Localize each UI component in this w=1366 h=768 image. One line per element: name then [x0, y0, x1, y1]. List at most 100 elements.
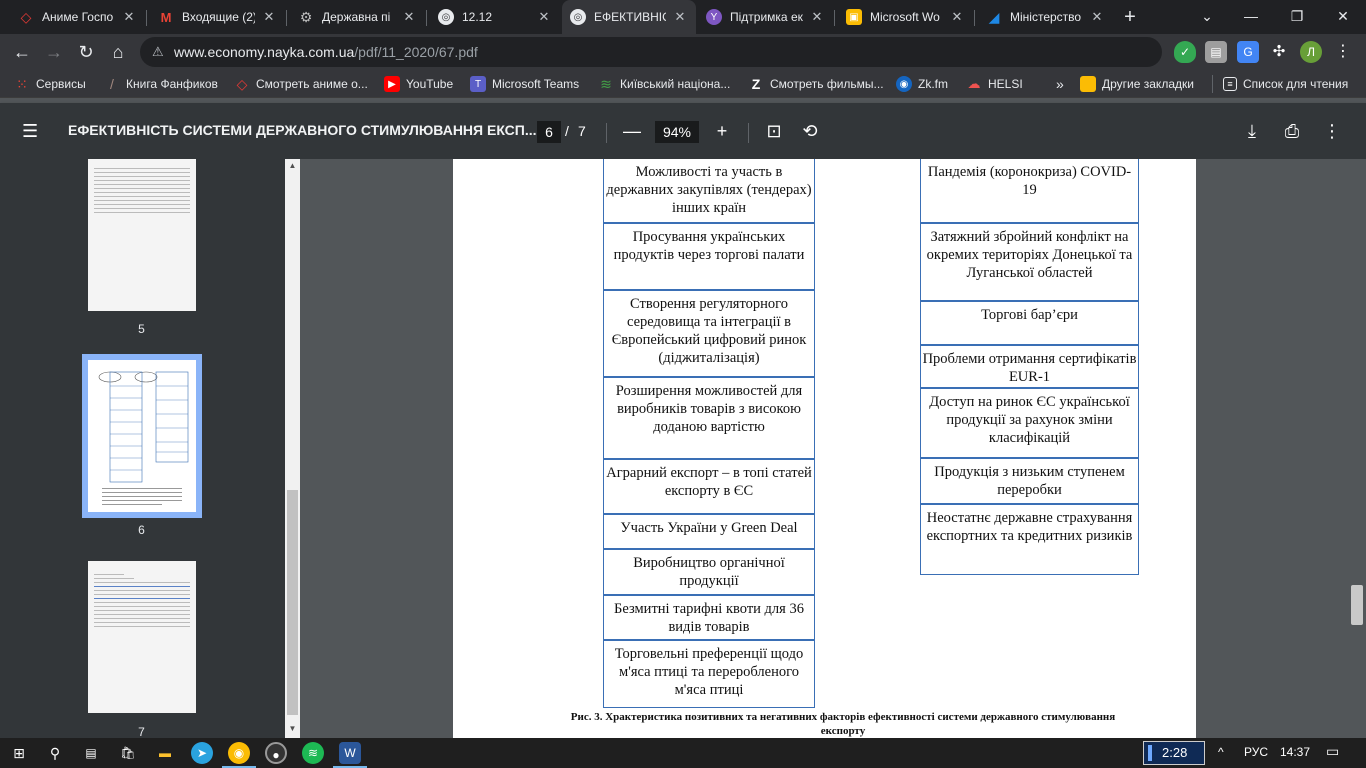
negative-factor-box: Затяжний збройний конфлікт на окремих те… — [920, 223, 1139, 301]
spotify-icon[interactable]: ≋ — [302, 742, 324, 764]
bookmark-label: Смотреть фильмы... — [770, 77, 884, 91]
url-path: /pdf/11_2020/67.pdf — [354, 44, 478, 60]
bookmark-label: YouTube — [406, 77, 454, 91]
bookmark-anime[interactable]: ◇Смотреть аниме о... — [234, 75, 368, 93]
address-bar[interactable]: ⚠ www.economy.nayka.com.ua/pdf/11_2020/6… — [140, 37, 1162, 67]
zoom-in-icon[interactable]: + — [716, 121, 728, 141]
notifications-icon[interactable]: ▭ — [1326, 743, 1340, 759]
bookmark-label: Microsoft Teams — [492, 77, 580, 91]
search-icon[interactable]: ⚲ — [49, 745, 61, 761]
zoom-input[interactable]: 94% — [655, 121, 699, 143]
scroll-down-arrow[interactable]: ▼ — [288, 724, 297, 733]
minimize-button[interactable]: — — [1244, 8, 1258, 24]
forward-button[interactable]: → — [45, 42, 63, 62]
close-icon[interactable]: ✕ — [811, 9, 823, 24]
bookmark-label: Список для чтения — [1243, 77, 1349, 91]
more-options-icon[interactable]: ⋮ — [1323, 121, 1341, 141]
tray-chevron-icon[interactable]: ^ — [1218, 745, 1224, 759]
file-explorer-icon[interactable]: ▬ — [159, 746, 171, 760]
bookmarks-bar: ⁙Сервисы /Книга Фанфиков ◇Смотреть аниме… — [0, 70, 1366, 98]
tab-6[interactable]: ▣ Microsoft Wo ✕ — [838, 0, 973, 34]
tab-7[interactable]: ◢ Міністерство ✕ — [978, 0, 1113, 34]
positive-factor-box: Розширення можливостей для виробників то… — [603, 377, 815, 459]
positive-factor-box: Участь України у Green Deal — [603, 514, 815, 549]
back-button[interactable]: ← — [13, 42, 31, 62]
tab-3[interactable]: ◎ 12.12 ✕ — [430, 0, 560, 34]
other-bookmarks[interactable]: Другие закладки — [1080, 75, 1194, 93]
bookmark-services[interactable]: ⁙Сервисы — [14, 75, 86, 93]
home-button[interactable]: ⌂ — [112, 42, 124, 62]
rotate-icon[interactable]: ⟲ — [802, 121, 818, 141]
pdf-scrollbar-thumb[interactable] — [1351, 585, 1363, 625]
close-icon[interactable]: ✕ — [123, 9, 135, 24]
tab-0[interactable]: ◇ Аниме Госпо ✕ — [10, 0, 145, 34]
restore-button[interactable]: ❐ — [1290, 8, 1304, 24]
tab-2[interactable]: ⚙ Державна пі ✕ — [290, 0, 425, 34]
media-player-icon[interactable]: ● — [265, 742, 287, 764]
extension-icon[interactable]: ▤ — [1205, 41, 1227, 63]
gear-icon: ⚙ — [299, 8, 313, 25]
bookmark-zkfm[interactable]: ◉Zk.fm — [896, 75, 948, 93]
shield-extension-icon[interactable]: ✓ — [1174, 41, 1196, 63]
menu-icon[interactable]: ⋮ — [1335, 43, 1351, 60]
thumbnail-page-6[interactable] — [88, 360, 196, 512]
timer-widget[interactable]: 2:28 — [1143, 741, 1205, 765]
thumbnail-page-5[interactable] — [88, 159, 196, 311]
bookmark-label: Zk.fm — [918, 77, 948, 91]
tab-title: Аниме Госпо — [42, 10, 114, 24]
books-icon: ▣ — [846, 9, 862, 25]
thumbnail-page-7[interactable] — [88, 561, 196, 713]
download-icon[interactable]: ⤓ — [1248, 121, 1256, 141]
sidebar-scrollbar-thumb[interactable] — [287, 490, 298, 715]
puzzle-icon[interactable]: ✣ — [1272, 43, 1286, 60]
negative-factor-box: Доступ на ринок ЄС української продукції… — [920, 388, 1139, 458]
telegram-icon[interactable]: ➤ — [191, 742, 213, 764]
tab-5[interactable]: Y Підтримка ек ✕ — [698, 0, 833, 34]
tab-search-icon[interactable]: ⌄ — [1201, 8, 1213, 24]
new-tab-button[interactable]: + — [1124, 6, 1136, 28]
close-icon[interactable]: ✕ — [263, 9, 275, 24]
chrome-icon[interactable]: ◉ — [228, 742, 250, 764]
language-indicator[interactable]: РУС — [1244, 745, 1269, 759]
bookmark-fanfic[interactable]: /Книга Фанфиков — [104, 75, 218, 93]
close-icon[interactable]: ✕ — [674, 9, 686, 24]
active-app-indicator — [333, 766, 367, 768]
bookmark-helsi[interactable]: ☁HELSI — [966, 75, 1023, 93]
scroll-up-arrow[interactable]: ▲ — [288, 161, 297, 170]
ministry-icon: ◢ — [988, 8, 1000, 25]
windows-start-icon[interactable]: ⊞ — [13, 745, 25, 761]
close-icon[interactable]: ✕ — [951, 9, 963, 24]
close-icon[interactable]: ✕ — [1091, 9, 1103, 24]
zoom-out-icon[interactable]: — — [623, 121, 641, 141]
tab-title: Входящие (2) — [182, 10, 255, 24]
bookmark-youtube[interactable]: ▶YouTube — [384, 75, 453, 93]
bookmarks-overflow[interactable]: » — [1056, 76, 1064, 92]
info-icon[interactable]: ⚠ — [152, 44, 164, 59]
apps-grid-icon: ⁙ — [16, 75, 28, 92]
page-separator: / — [565, 123, 569, 139]
translate-icon[interactable]: G — [1237, 41, 1259, 63]
reading-list[interactable]: ≡Список для чтения — [1212, 75, 1348, 93]
bookmark-knu[interactable]: ≋Київський націона... — [598, 75, 730, 93]
word-icon[interactable]: W — [339, 742, 361, 764]
print-icon[interactable]: ⎙ — [1284, 121, 1300, 141]
hamburger-menu-icon[interactable]: ☰ — [22, 121, 39, 141]
reload-button[interactable]: ↻ — [78, 42, 94, 62]
task-view-icon[interactable]: ▤ — [85, 746, 97, 760]
folder-icon — [1080, 76, 1096, 92]
tab-active[interactable]: ◎ ЕФЕКТИВНІСТ ✕ — [562, 0, 696, 34]
tab-1[interactable]: M Входящие (2) ✕ — [150, 0, 285, 34]
close-icon[interactable]: ✕ — [538, 9, 550, 24]
taskbar-clock[interactable]: 14:37 — [1280, 745, 1311, 759]
fit-page-icon[interactable]: ⊡ — [766, 121, 782, 141]
profile-avatar[interactable]: Л — [1300, 41, 1322, 63]
page-number-input[interactable]: 6 — [537, 121, 561, 143]
tab-separator — [146, 10, 147, 26]
close-window-button[interactable]: ✕ — [1337, 8, 1349, 24]
anime-icon: ◇ — [236, 75, 248, 92]
tab-title: Підтримка ек — [730, 10, 803, 24]
close-icon[interactable]: ✕ — [403, 9, 415, 24]
store-icon[interactable]: 🛍 — [120, 746, 136, 760]
